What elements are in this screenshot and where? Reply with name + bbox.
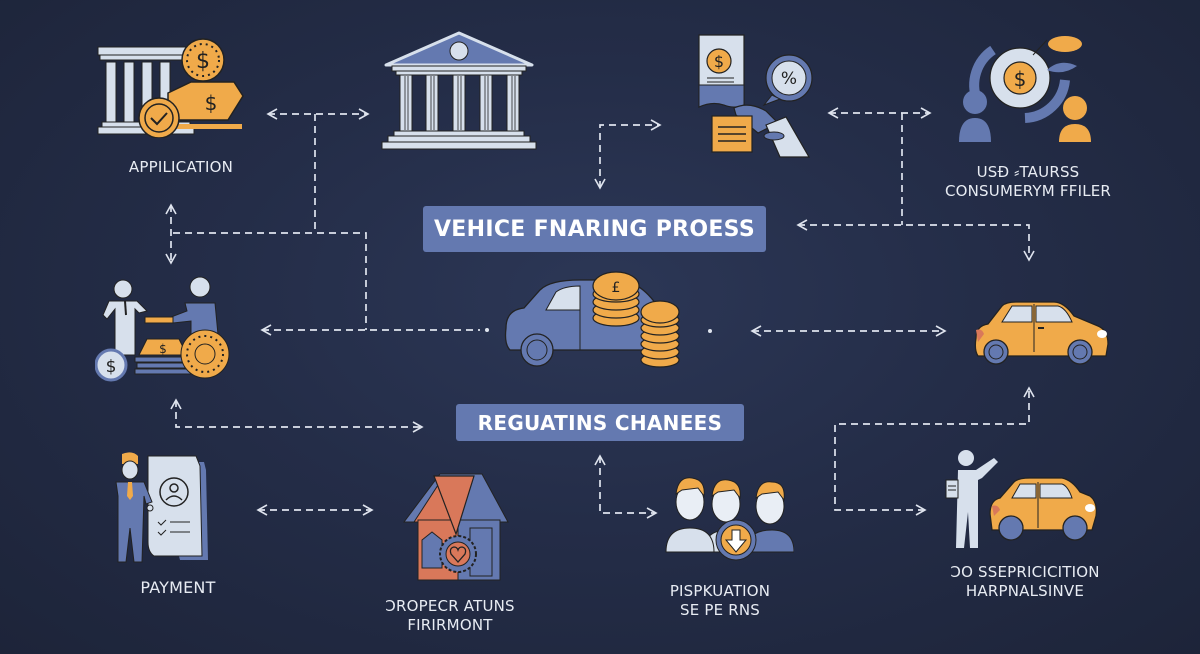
consumer-label-line2: CONSUMERYM FFILER xyxy=(944,182,1112,200)
population-label-line1: PISPKUATION xyxy=(669,582,771,600)
connector-dot xyxy=(708,329,712,333)
person-document-icon xyxy=(108,452,218,570)
svg-text:$: $ xyxy=(714,52,724,71)
inspection-label-line2: HARPNALSINVE xyxy=(965,582,1085,600)
connector-inspection-car xyxy=(834,386,1035,516)
svg-text:$: $ xyxy=(159,342,167,356)
car-icon xyxy=(972,300,1112,366)
population-label-line2: SE PE RNS xyxy=(679,601,761,619)
connector-dealer-regulations xyxy=(170,398,424,433)
car-with-coins-icon: £ xyxy=(500,270,680,370)
node-label-consumer: USĐ ⸗TAURSS CONSUMERYM FFILER xyxy=(940,163,1116,201)
application-label-text: APPILICATION xyxy=(128,158,234,176)
connector-title-car xyxy=(796,219,1035,262)
loan-document-percent-icon: $ % xyxy=(694,33,818,161)
inspection-label-line1: ƆO SSEPRICICITION xyxy=(950,563,1100,581)
node-label-property: ƆROPECR ATUNS FIRIRMONT xyxy=(370,597,530,635)
subtitle-banner: REGUATINS CHANEES xyxy=(456,404,744,441)
svg-text:$: $ xyxy=(196,49,210,74)
house-medal-icon xyxy=(400,470,512,582)
payment-label-text: PAYMENT xyxy=(140,578,216,597)
consumer-label-line1: USĐ ⸗TAURSS xyxy=(976,163,1080,181)
subtitle-text: REGUATINS CHANEES xyxy=(477,410,723,435)
connector-dot xyxy=(485,328,489,332)
svg-text:%: % xyxy=(781,69,797,89)
node-label-payment: PAYMENT xyxy=(113,578,243,597)
title-text: VEHICE FNARING PROESS xyxy=(433,216,755,242)
node-label-population: PISPKUATION SE PE RNS xyxy=(650,582,790,620)
svg-text:$: $ xyxy=(205,91,218,115)
connector-junction-horizontal xyxy=(173,232,367,330)
title-banner: VEHICE FNARING PROESS xyxy=(423,206,766,252)
dealer-handshake-money-icon: $ $ xyxy=(94,275,235,385)
svg-text:$: $ xyxy=(1014,67,1027,91)
node-label-inspection: ƆO SSEPRICICITION HARPNALSINVE xyxy=(940,563,1110,601)
svg-text:$: $ xyxy=(106,357,117,377)
connector-title-loan xyxy=(594,119,662,190)
people-download-icon xyxy=(664,472,795,562)
mechanic-car-icon xyxy=(940,448,1100,548)
bank-money-approval-icon: $ $ xyxy=(96,38,246,139)
connector-regulations-population xyxy=(594,454,658,519)
svg-text:£: £ xyxy=(612,280,621,296)
node-label-application: APPILICATION xyxy=(96,158,266,177)
property-label-line1: ƆROPECR ATUNS xyxy=(385,597,515,615)
money-exchange-people-icon: $ xyxy=(955,30,1095,145)
property-label-line2: FIRIRMONT xyxy=(407,616,493,634)
bank-building-icon xyxy=(380,30,538,154)
